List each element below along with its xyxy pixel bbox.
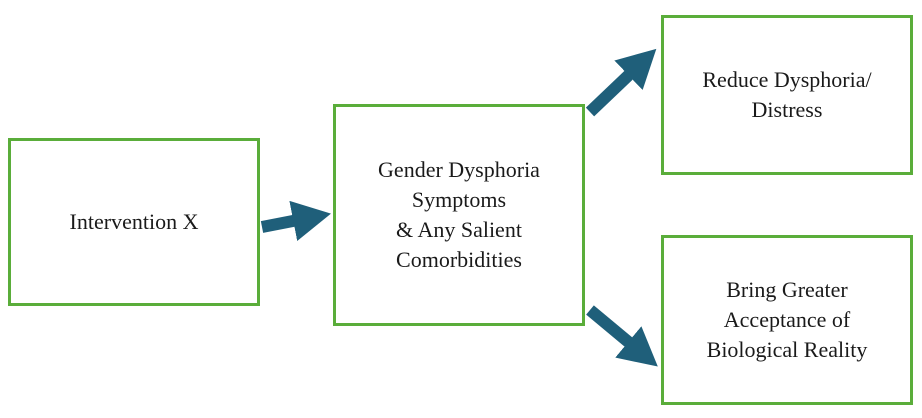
node-label: Reduce Dysphoria/ Distress [702,67,872,122]
node-reduce-dysphoria: Reduce Dysphoria/ Distress [661,15,913,175]
arrow-intervention-to-symptoms [260,200,331,241]
node-label: Bring Greater Acceptance of Biological R… [706,277,868,362]
node-label: Intervention X [69,209,199,234]
node-label: Gender Dysphoria Symptoms & Any Salient … [378,157,540,272]
arrow-symptoms-to-bring [586,305,658,367]
node-biological-reality: Bring Greater Acceptance of Biological R… [661,235,913,405]
node-intervention-x: Intervention X [8,138,260,306]
node-gender-dysphoria-symptoms: Gender Dysphoria Symptoms & Any Salient … [333,104,585,326]
arrow-symptoms-to-reduce [585,48,657,117]
